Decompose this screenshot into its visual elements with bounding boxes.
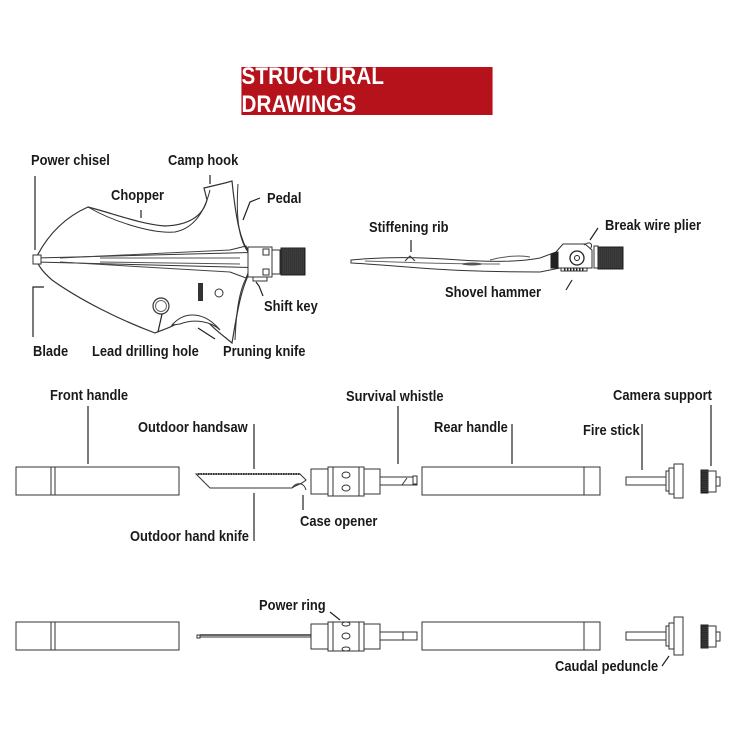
label-camera-support: Camera support [613,387,712,404]
pedal-edge-lower [235,275,248,340]
fire-stick-shape [626,477,666,485]
blade-outline [36,181,268,343]
title-banner: STRUCTURAL DRAWINGS [241,63,493,118]
label-fire-stick: Fire stick [583,422,640,439]
label-shift-key: Shift key [264,298,318,315]
rear-handle-shape [422,467,600,495]
label-shovel-hammer: Shovel hammer [445,284,542,301]
brand-logo-mark [198,283,203,301]
label-blade: Blade [33,343,69,360]
label-survival-whistle: Survival whistle [346,388,444,405]
shovel-head-side-view [351,243,623,272]
label-rear-handle: Rear handle [434,419,508,436]
label-case-opener: Case opener [300,513,378,530]
label-pedal: Pedal [267,190,302,207]
pedal-edge [237,184,248,252]
label-break-wire-plier: Break wire plier [605,217,702,234]
label-stiffening-rib: Stiffening rib [369,219,449,236]
label-outdoor-hand-knife: Outdoor hand knife [130,528,249,545]
plier-pivot [570,251,584,265]
label-chopper: Chopper [111,187,165,204]
label-lead-drilling-hole: Lead drilling hole [92,343,199,360]
label-pruning-knife: Pruning knife [223,343,306,360]
label-power-ring: Power ring [259,597,326,614]
lead-drilling-hole-shape [153,298,169,314]
thread-shape [281,248,305,275]
leader-lines-side [411,228,598,290]
handsaw-knife-shape [196,474,306,488]
front-handle-shape [16,467,179,495]
caudal-peduncle-shape [674,617,683,655]
side-thread [598,247,623,269]
label-caudal-peduncle: Caudal peduncle [555,658,659,675]
label-camp-hook: Camp hook [168,152,239,169]
front-handle-shape-2 [16,622,179,650]
power-ring-shape [333,622,359,651]
label-outdoor-handsaw: Outdoor handsaw [138,419,248,436]
handle-assembly-row-2 [16,617,720,655]
leader-lines-row-1 [88,405,711,541]
handle-assembly-row-1 [16,464,720,498]
pruning-knife-shape [172,315,220,330]
leader-lines-row-2 [330,612,669,666]
chopper-edge [88,190,210,232]
label-front-handle: Front handle [50,387,129,404]
leader-lines-front [33,175,263,339]
shovel-head-front-view [33,181,305,343]
camera-support-shape [701,470,708,493]
label-power-chisel: Power chisel [31,152,110,169]
